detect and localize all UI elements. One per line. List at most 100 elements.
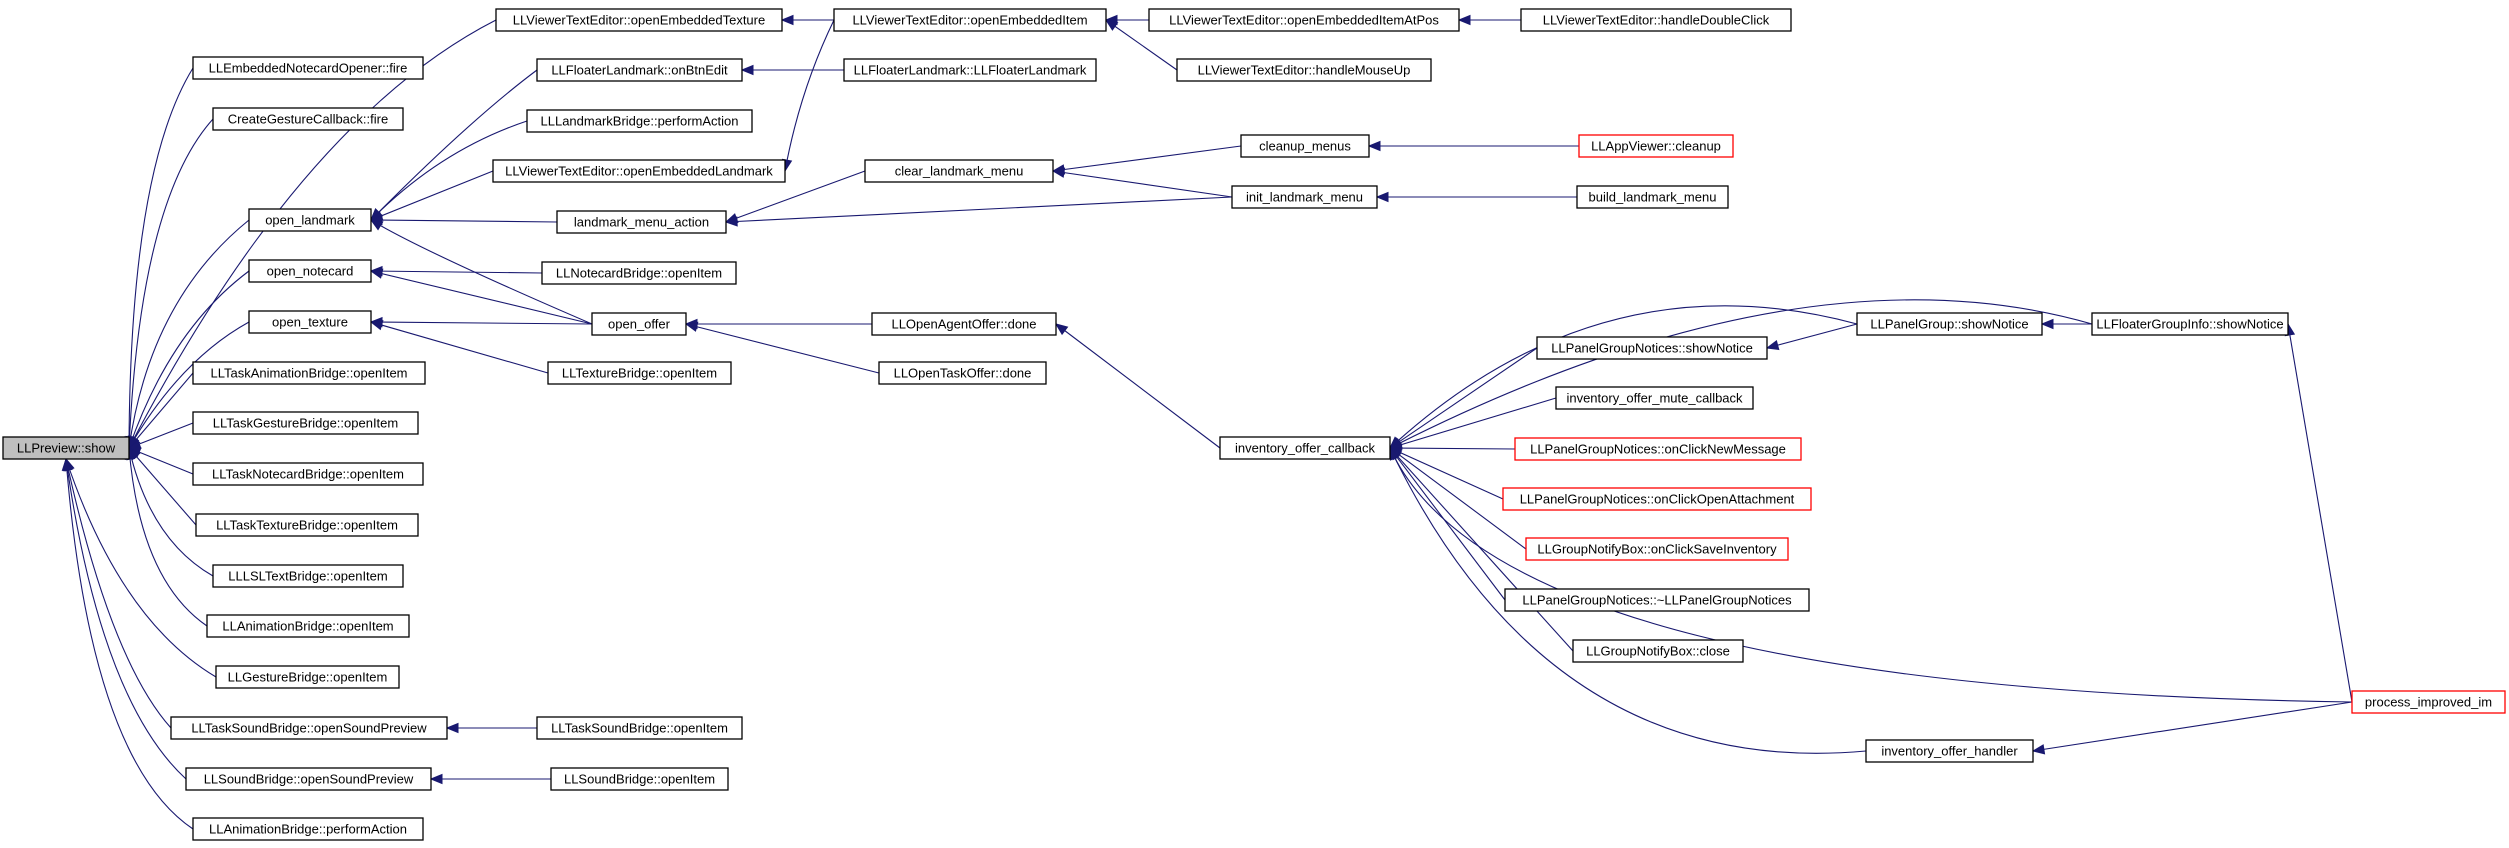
node-pgn-show[interactable]: LLPanelGroupNotices::showNotice <box>1536 336 1768 360</box>
node-lsl[interactable]: LLLSLTextBridge::openItem <box>212 564 404 588</box>
node-box <box>212 564 404 588</box>
node-label: clear_landmark_menu <box>895 164 1024 179</box>
node-anim-perform[interactable]: LLAnimationBridge::performAction <box>192 817 424 841</box>
node-box <box>1502 487 1812 511</box>
node-gesture-fire[interactable]: CreateGestureCallback::fire <box>212 107 404 131</box>
node-emb-landmark[interactable]: LLViewerTextEditor::openEmbeddedLandmark <box>492 159 786 183</box>
node-open-offer[interactable]: open_offer <box>591 312 687 336</box>
node-sound-open[interactable]: LLSoundBridge::openItem <box>550 767 729 791</box>
edge-line <box>370 270 543 274</box>
arrowhead-icon <box>2040 318 2054 330</box>
node-lm-perform[interactable]: LLLandmarkBridge::performAction <box>526 109 753 133</box>
node-task-notecard[interactable]: LLTaskNotecardBridge::openItem <box>192 462 424 486</box>
node-label: LLTaskGestureBridge::openItem <box>213 416 398 431</box>
node-pg-show[interactable]: LLPanelGroup::showNotice <box>1856 312 2043 336</box>
node-app-cleanup[interactable]: LLAppViewer::cleanup <box>1578 134 1734 158</box>
node-lm-menu-action[interactable]: landmark_menu_action <box>556 210 727 234</box>
node-label: open_notecard <box>267 264 354 279</box>
node-double-click[interactable]: LLViewerTextEditor::handleDoubleClick <box>1520 8 1792 32</box>
edge-line <box>1389 447 1506 601</box>
node-fgi-show[interactable]: LLFloaterGroupInfo::showNotice <box>2091 312 2289 336</box>
edge-line <box>128 19 497 449</box>
node-open-texture[interactable]: open_texture <box>248 310 372 334</box>
arrowhead-icon <box>684 321 699 332</box>
node-box <box>541 261 737 285</box>
node-label: LLTaskSoundBridge::openItem <box>551 721 728 736</box>
node-box <box>212 107 404 131</box>
node-init-lm[interactable]: init_landmark_menu <box>1231 185 1378 209</box>
node-box <box>248 259 372 283</box>
node-new-msg[interactable]: LLPanelGroupNotices::onClickNewMessage <box>1514 437 1802 461</box>
node-box <box>536 58 743 82</box>
edge-emb_fire-to-show <box>123 67 194 450</box>
node-task-sound-prev[interactable]: LLTaskSoundBridge::openSoundPreview <box>170 716 448 740</box>
node-label: LLPreview::show <box>17 441 116 456</box>
node-gnb-close[interactable]: LLGroupNotifyBox::close <box>1572 639 1744 663</box>
node-emb-item-pos[interactable]: LLViewerTextEditor::openEmbeddedItemAtPo… <box>1148 8 1460 32</box>
node-fl-ctor[interactable]: LLFloaterLandmark::LLFloaterLandmark <box>843 58 1097 82</box>
node-emb-texture[interactable]: LLViewerTextEditor::openEmbeddedTexture <box>495 8 783 32</box>
node-mouse-up[interactable]: LLViewerTextEditor::handleMouseUp <box>1176 58 1432 82</box>
node-label: open_offer <box>608 317 671 332</box>
node-anim-bridge[interactable]: LLAnimationBridge::openItem <box>206 614 410 638</box>
node-box <box>556 210 727 234</box>
node-inv-handler[interactable]: inventory_offer_handler <box>1865 739 2034 763</box>
node-box <box>1865 739 2034 763</box>
node-label: LLOpenTaskOffer::done <box>894 366 1032 381</box>
node-emb-fire[interactable]: LLEmbeddedNotecardOpener::fire <box>192 56 424 80</box>
node-box <box>195 513 419 537</box>
edge-mouse_up-to-emb_item <box>1104 19 1178 71</box>
node-inv-cb[interactable]: inventory_offer_callback <box>1219 436 1391 460</box>
node-label: landmark_menu_action <box>574 215 709 230</box>
node-label: process_improved_im <box>2365 695 2492 710</box>
node-emb-item[interactable]: LLViewerTextEditor::openEmbeddedItem <box>833 8 1107 32</box>
node-task-anim[interactable]: LLTaskAnimationBridge::openItem <box>192 361 426 385</box>
node-box <box>1504 588 1810 612</box>
node-cleanup-menus[interactable]: cleanup_menus <box>1240 134 1370 158</box>
node-task-done[interactable]: LLOpenTaskOffer::done <box>878 361 1047 385</box>
edge-sound_open-to-sound_prev <box>429 773 551 785</box>
edge-task_sound_prev-to-show <box>63 457 172 729</box>
node-task-sound-open[interactable]: LLTaskSoundBridge::openItem <box>536 716 743 740</box>
edge-agent_done-to-open_offer <box>684 318 872 330</box>
node-notecard-open[interactable]: LLNotecardBridge::openItem <box>541 261 737 285</box>
node-label: LLLandmarkBridge::performAction <box>541 114 739 129</box>
edges <box>61 14 2353 830</box>
node-build-lm[interactable]: build_landmark_menu <box>1576 185 1729 209</box>
node-box <box>192 462 424 486</box>
node-open-landmark[interactable]: open_landmark <box>248 208 372 232</box>
node-agent-done[interactable]: LLOpenAgentOffer::done <box>871 312 1057 336</box>
node-mute-cb[interactable]: inventory_offer_mute_callback <box>1555 386 1754 410</box>
edge-task_notecard-to-show <box>127 447 194 475</box>
node-box <box>833 8 1107 32</box>
node-texture-open[interactable]: LLTextureBridge::openItem <box>547 361 732 385</box>
node-gesture-bridge[interactable]: LLGestureBridge::openItem <box>215 665 400 689</box>
node-clear-lm[interactable]: clear_landmark_menu <box>864 159 1054 183</box>
node-label: LLOpenAgentOffer::done <box>891 317 1036 332</box>
node-on-btn-edit[interactable]: LLFloaterLandmark::onBtnEdit <box>536 58 743 82</box>
edge-line <box>128 447 197 526</box>
edge-task_sound_open-to-task_sound_prev <box>445 722 537 734</box>
node-open-att[interactable]: LLPanelGroupNotices::onClickOpenAttachme… <box>1502 487 1812 511</box>
edge-line <box>370 170 494 221</box>
node-open-notecard[interactable]: open_notecard <box>248 259 372 283</box>
edge-on_btn_edit-to-open_landmark <box>370 69 538 221</box>
node-save-inv[interactable]: LLGroupNotifyBox::onClickSaveInventory <box>1525 537 1789 561</box>
edge-line <box>1052 145 1242 172</box>
arrowhead-icon <box>445 722 459 734</box>
node-label: LLPanelGroupNotices::showNotice <box>1551 341 1753 356</box>
edge-lm_menu_action-to-open_landmark <box>369 214 558 226</box>
node-pgn-dtor[interactable]: LLPanelGroupNotices::~LLPanelGroupNotice… <box>1504 588 1810 612</box>
edge-cleanup_menus-to-clear_lm <box>1051 145 1242 175</box>
node-task-gesture[interactable]: LLTaskGestureBridge::openItem <box>192 411 419 435</box>
node-process-im[interactable]: process_improved_im <box>2351 690 2506 714</box>
edge-open_att-to-inv_cb <box>1388 447 1504 500</box>
node-task-texture[interactable]: LLTaskTextureBridge::openItem <box>195 513 419 537</box>
edge-line <box>1052 170 1233 198</box>
edge-line <box>128 372 194 449</box>
node-label: LLEmbeddedNotecardOpener::fire <box>209 61 408 76</box>
node-sound-prev[interactable]: LLSoundBridge::openSoundPreview <box>185 767 432 791</box>
edge-process_im-to-inv_handler <box>2031 701 2353 755</box>
node-show[interactable]: LLPreview::show <box>2 436 130 460</box>
edge-line <box>1389 447 1527 550</box>
